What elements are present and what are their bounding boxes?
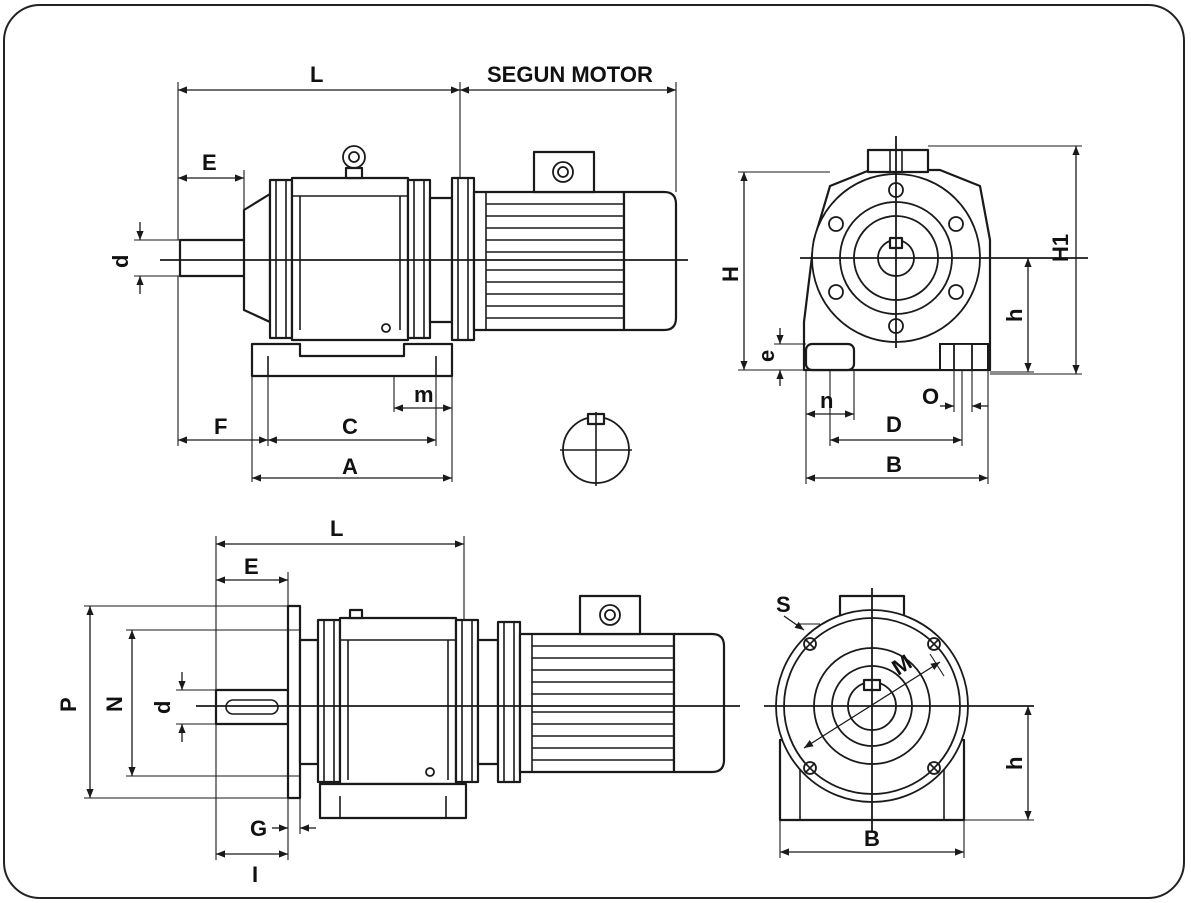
mounting-flange xyxy=(286,604,302,800)
front-view-flange-mounted xyxy=(764,588,1034,858)
label-A: A xyxy=(342,454,358,479)
flange-front xyxy=(268,178,294,340)
label-S: S xyxy=(776,592,791,617)
label-N: N xyxy=(102,696,127,712)
fan-cover-flange xyxy=(672,632,726,774)
gearbox-body xyxy=(290,176,410,342)
label-G: G xyxy=(250,816,267,841)
label-d-top: d xyxy=(108,255,133,268)
motor-fins xyxy=(485,192,624,330)
dimension-labels: SEGUN MOTOR L E d F C A m H H1 h e n O D… xyxy=(56,62,1073,887)
label-P: P xyxy=(56,697,81,712)
label-B-bottom: B xyxy=(864,826,880,851)
side-view-flange-mounted xyxy=(84,536,740,860)
label-n: n xyxy=(820,388,833,413)
label-F: F xyxy=(214,414,227,439)
label-D: D xyxy=(886,412,902,437)
label-C: C xyxy=(342,414,358,439)
label-L-top: L xyxy=(310,62,323,87)
label-O: O xyxy=(922,384,939,409)
label-h-top: h xyxy=(1002,309,1027,322)
label-e: e xyxy=(754,350,779,362)
fan-cover xyxy=(622,190,678,332)
flange-rear xyxy=(406,178,432,340)
label-h-bottom: h xyxy=(1002,757,1027,770)
gearbox-body-flange xyxy=(338,616,458,786)
top-boss xyxy=(866,148,930,174)
flange-bolt-holes xyxy=(803,637,941,775)
motor-body-flange xyxy=(518,632,676,774)
segun-motor-label: SEGUN MOTOR xyxy=(487,62,653,87)
motor-fins-flange xyxy=(531,634,674,772)
label-H1: H1 xyxy=(1048,234,1073,262)
label-E-bottom: E xyxy=(244,554,259,579)
mounting-foot xyxy=(250,342,454,378)
bolt-holes xyxy=(828,182,964,334)
label-L-bottom: L xyxy=(330,516,343,541)
label-I: I xyxy=(252,862,258,887)
front-view-foot-mounted xyxy=(738,136,1088,484)
keyway-section-icon xyxy=(560,412,632,486)
label-H: H xyxy=(718,266,743,282)
output-shaft xyxy=(178,238,248,278)
motor-flange xyxy=(450,176,476,342)
gear-nose xyxy=(242,192,272,324)
side-view-foot-mounted xyxy=(134,82,688,482)
label-E-top: E xyxy=(202,150,217,175)
label-B-top: B xyxy=(886,452,902,477)
label-d-bottom: d xyxy=(150,701,175,714)
label-m: m xyxy=(414,382,434,407)
motor-body xyxy=(472,190,626,332)
